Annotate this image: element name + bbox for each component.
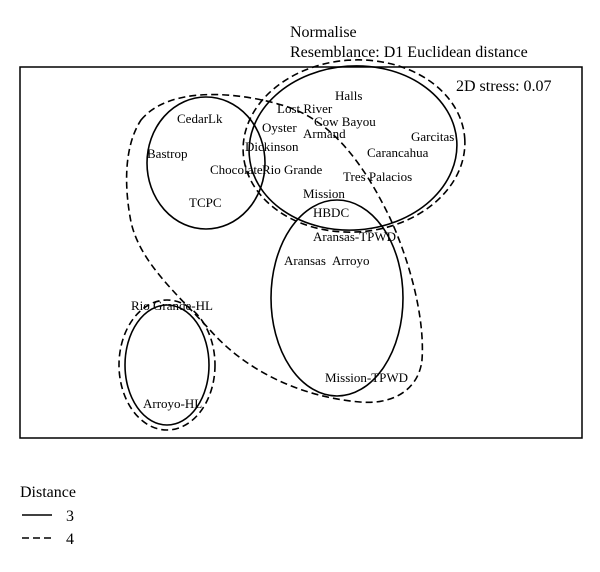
- cluster-outline-large-4: [125, 93, 424, 404]
- site-label-lost-river: Lost River: [277, 101, 333, 116]
- cluster-outline-south: [270, 199, 404, 397]
- resemblance-label: Resemblance: D1 Euclidean distance: [290, 44, 528, 61]
- site-label-halls: Halls: [335, 88, 362, 103]
- site-label-armand: Armand: [303, 126, 346, 141]
- site-label-hbdc: HBDC: [313, 205, 349, 220]
- transform-label: Normalise: [290, 24, 357, 41]
- site-label-rio-grande: Rio Grande: [262, 162, 323, 177]
- site-label-carancahua: Carancahua: [367, 145, 429, 160]
- site-label-arroyo: Arroyo: [332, 253, 370, 268]
- cluster-outline-central-4: [242, 59, 466, 233]
- site-label-aransas: Aransas: [284, 253, 326, 268]
- legend-title: Distance: [20, 484, 76, 501]
- clusters-distance-4: [118, 59, 466, 431]
- site-label-arroyo-hl: Arroyo-HL: [143, 396, 202, 411]
- site-label-tres-palacios: Tres Palacios: [343, 169, 412, 184]
- site-label-rio-grande-hl: Rio Grande-HL: [131, 298, 213, 313]
- site-label-cow-bayou: Cow Bayou: [314, 114, 376, 129]
- cluster-outline-central: [248, 65, 458, 231]
- cluster-outline-hl-4: [118, 299, 216, 431]
- cluster-outline-hl: [124, 304, 210, 426]
- legend: Distance 3 4: [20, 484, 76, 548]
- site-label-garcitas: Garcitas: [411, 129, 454, 144]
- plot-frame: [19, 66, 583, 439]
- site-label-mission-tpwd: Mission-TPWD: [325, 370, 408, 385]
- site-label-bastrop: Bastrop: [147, 146, 187, 161]
- cluster-outline-west: [146, 96, 266, 230]
- stress-label: 2D stress: 0.07: [456, 78, 552, 95]
- legend-label-3: 3: [66, 508, 74, 525]
- legend-label-4: 4: [66, 531, 74, 548]
- clusters-distance-3: [124, 65, 458, 426]
- site-label-mission: Mission: [303, 186, 345, 201]
- site-label-cedarlk: CedarLk: [177, 111, 223, 126]
- site-label-aransas-tpwd: Aransas-TPWD: [313, 229, 396, 244]
- site-label-dickinson: Dickinson: [245, 139, 299, 154]
- site-label-chocolate: Chocolate: [210, 162, 263, 177]
- site-label-tcpc: TCPC: [189, 195, 222, 210]
- site-label-oyster: Oyster: [262, 120, 297, 135]
